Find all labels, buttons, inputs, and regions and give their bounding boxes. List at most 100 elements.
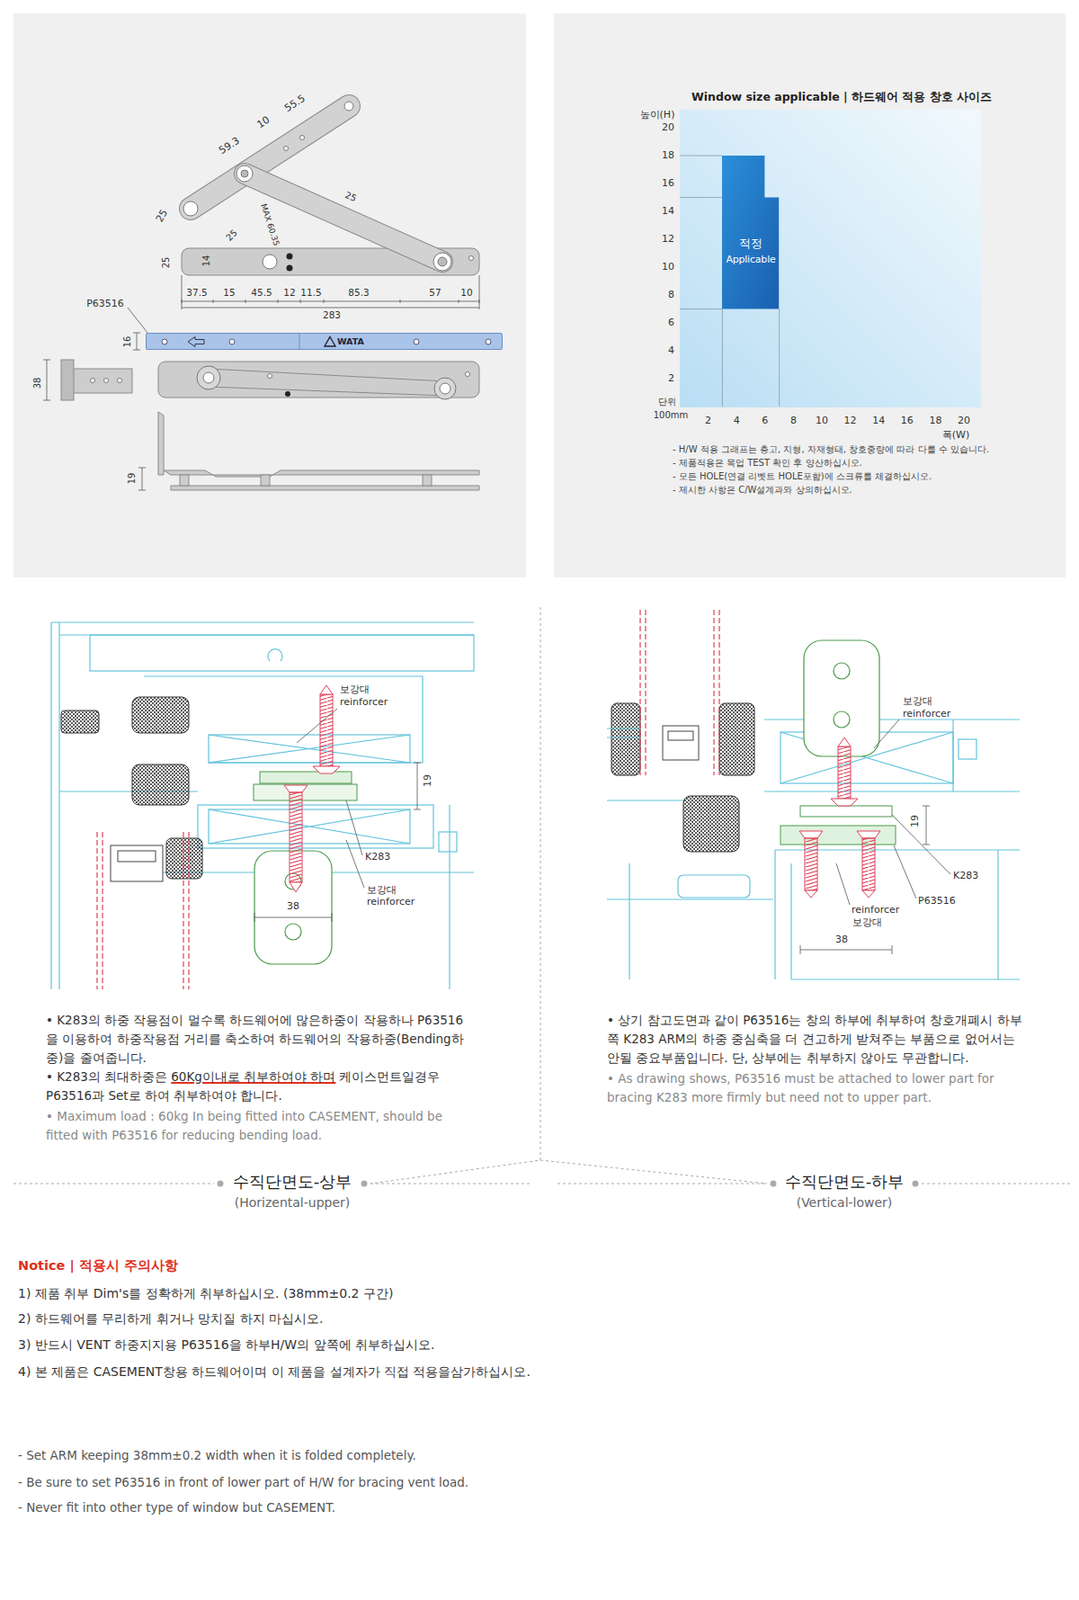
leader-line xyxy=(346,839,365,888)
label-anchor: 19 xyxy=(909,814,921,828)
label-anchor: K283 xyxy=(953,869,979,882)
part-label: reinforcer xyxy=(339,695,388,708)
notice-heading: Notice | 적용시 주의사항 xyxy=(17,1257,179,1273)
section-lower xyxy=(606,800,774,980)
hinge-folded-view xyxy=(203,372,215,384)
label-anchor: - Never fit into other type of window bu… xyxy=(17,1499,336,1515)
section-upper xyxy=(438,831,457,852)
screw xyxy=(830,798,858,806)
node-shape xyxy=(161,338,168,345)
hinge-open-view xyxy=(236,165,253,182)
screw xyxy=(804,838,818,891)
chart-plot xyxy=(679,109,981,408)
bullet-note: • As drawing shows, P63516 must be attac… xyxy=(606,1069,1030,1107)
bullet-paragraph: • K283의 최대하중은60Kg이내로 취부하여야 하며케이스먼트일경우 P6… xyxy=(45,1067,469,1106)
label-anchor: 수직단면도-상부 xyxy=(232,1171,353,1192)
label-anchor: 12 xyxy=(844,414,857,427)
label-anchor: 10 xyxy=(460,286,473,299)
screw xyxy=(862,838,875,891)
label-anchor: reinforcer xyxy=(902,707,951,720)
part-label: K283 xyxy=(365,850,391,863)
axis-tick: 20 xyxy=(957,414,971,427)
axis-tick: 8 xyxy=(790,414,797,427)
bullet-text: • K283의 최대하중은 xyxy=(45,1069,168,1084)
notice-note: - Set ARM keeping 38mm±0.2 width when it… xyxy=(17,1447,417,1463)
part-label: K283 xyxy=(953,869,979,882)
screw xyxy=(312,766,340,774)
hinge-folded-view xyxy=(90,378,96,384)
hinge-folded-view xyxy=(158,361,480,398)
node-shape xyxy=(146,333,504,351)
hinge-folded-view xyxy=(104,378,109,384)
axis-tick: 2 xyxy=(668,372,675,384)
dimension-label: 38 xyxy=(835,933,848,946)
plate xyxy=(253,771,896,845)
label-anchor: 보강대 xyxy=(852,916,883,928)
label-anchor: 수직단면도-하부 xyxy=(784,1171,905,1192)
leader-line xyxy=(922,805,930,845)
label-anchor: 보강대 xyxy=(339,683,370,696)
section-upper xyxy=(51,622,474,990)
arm xyxy=(833,662,850,679)
dimension-label: 19 xyxy=(421,774,434,787)
label-anchor: P63516 xyxy=(86,297,125,310)
screw xyxy=(856,830,881,839)
label-anchor: 2) 하드웨어를 무리하게 휘거나 망치질 하지 마십시오. xyxy=(17,1310,324,1327)
part-label: 보강대 xyxy=(339,683,370,696)
panel-background xyxy=(13,13,527,578)
gasket xyxy=(683,795,740,852)
screw xyxy=(838,746,851,799)
region-sublabel: Applicable xyxy=(725,252,776,268)
spacer xyxy=(110,725,699,882)
notice-item: 2) 하드웨어를 무리하게 휘거나 망치질 하지 마십시오. xyxy=(17,1310,324,1326)
hinge-folded-view xyxy=(285,391,291,397)
screw xyxy=(320,694,333,767)
hinge-side-view xyxy=(158,411,164,475)
hinge-open-view xyxy=(300,135,305,141)
part-bar: WATA xyxy=(145,332,503,350)
plate xyxy=(780,825,896,845)
screw xyxy=(289,882,303,892)
axis-title: 폭(W) xyxy=(942,428,970,441)
hinge-open-view xyxy=(284,146,289,152)
dimension-lines xyxy=(138,467,146,491)
dimension-label: 15 xyxy=(222,286,235,298)
section-upper xyxy=(197,804,434,848)
dimension-lines xyxy=(181,275,480,310)
node-shape xyxy=(722,155,779,310)
label-anchor: 38 xyxy=(32,377,44,390)
hinge-side-view xyxy=(158,411,480,491)
label-anchor: 57 xyxy=(428,286,441,299)
dimension-label: 283 xyxy=(322,309,341,321)
label-anchor: Window size applicable | 하드웨어 적용 창호 사이즈 xyxy=(691,89,992,104)
glass xyxy=(97,831,189,990)
section-upper xyxy=(208,809,411,844)
hinge-side-view xyxy=(170,485,480,491)
label-anchor: - H/W 적용 그래프는 층고, 지형, 자재형태, 창호중량에 따라 다를 … xyxy=(672,444,990,455)
label-anchor: 6 xyxy=(761,414,768,427)
label-anchor: - Set ARM keeping 38mm±0.2 width when it… xyxy=(17,1447,417,1463)
dimension-label: 25 xyxy=(160,257,171,269)
dimension-label: 12 xyxy=(283,286,295,298)
gasket xyxy=(611,703,641,776)
text-column: • 상기 참고도면과 같이 P63516는 창의 하부에 취부하여 창호개폐시 … xyxy=(606,1010,1030,1107)
label-anchor: 12 xyxy=(661,232,675,245)
section-subtitle: (Horizental-upper) xyxy=(234,1194,351,1210)
notice-item: 4) 본 제품은 CASEMENT창용 하드웨어이며 이 제품을 설계자가 직접… xyxy=(17,1364,531,1379)
hinge-open-view xyxy=(262,254,277,269)
hinge-folded-view xyxy=(61,359,74,401)
highlight-text: 60Kg이내로 취부하여야 하며 xyxy=(170,1069,336,1084)
dimension-lines xyxy=(181,299,480,304)
notice-item: 1) 제품 취부 Dim's를 정확하게 취부하십시오. (38mm±0.2 구… xyxy=(17,1285,393,1301)
axis-tick: 18 xyxy=(928,414,942,427)
label-anchor: - 모든 HOLE(연결 리벳트 HOLE포함)에 스크류를 체결하십시오. xyxy=(672,471,932,482)
screw xyxy=(804,890,818,898)
axis-unit: 단위 xyxy=(658,396,677,407)
divider-lines xyxy=(13,1183,1071,1185)
hinge-open-view xyxy=(183,201,198,216)
dimension-label: 10 xyxy=(460,286,473,298)
bullet-text: • K283의 하중 작용점이 멀수록 하드웨어에 많은하중이 작용하나 P63… xyxy=(45,1010,469,1068)
hinge-open-view xyxy=(344,101,354,111)
hinge-folded-view xyxy=(196,365,221,390)
note-text: - 제시한 사항은 C/W설계과와 상의하십시오. xyxy=(672,484,853,495)
